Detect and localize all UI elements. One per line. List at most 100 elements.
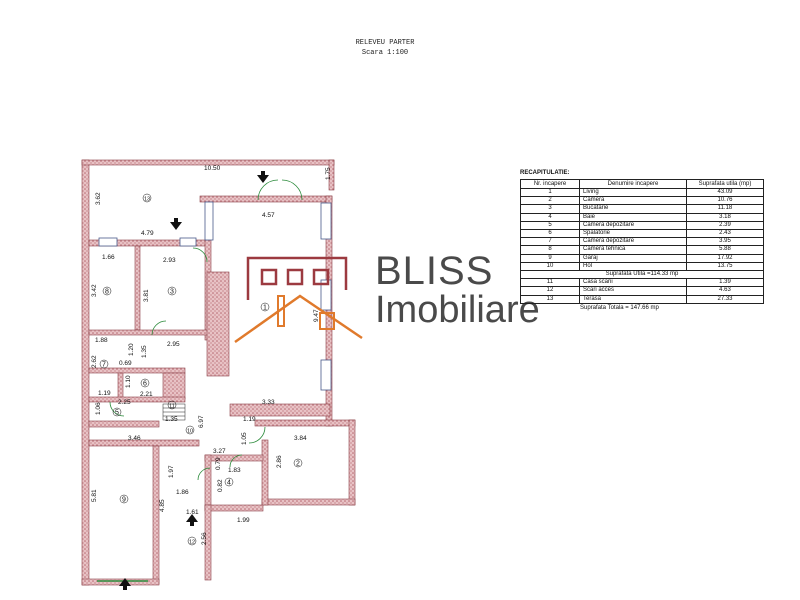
- dimension-label: 1.75: [325, 167, 332, 180]
- dimension-label: 1.66: [102, 254, 115, 261]
- dimension-label: 3.33: [262, 399, 275, 406]
- dimension-labels: 10.50 3.62 1.75 4.57 4.79 1.66 2.93 3.42…: [91, 165, 332, 545]
- dimension-label: 0.82: [217, 479, 224, 492]
- arrow-down-icon: [170, 222, 182, 230]
- door-swing: [151, 320, 167, 336]
- window: [320, 359, 332, 391]
- total-area: Suprafata Totala = 147.66 mp: [580, 304, 659, 311]
- wall-row3: [88, 367, 186, 374]
- drawing-header: RELEVEU PARTER Scara 1:100: [300, 38, 470, 58]
- windows: [97, 201, 332, 582]
- door-swings: [109, 179, 303, 481]
- window: [179, 237, 197, 247]
- col-header-nr: Nr. incapere: [520, 179, 580, 189]
- logo-window-icon: [286, 268, 304, 286]
- walls: [81, 159, 356, 586]
- entrance-arrows: [119, 171, 269, 590]
- room-numbers: 1 2 3 4 5 6 7 8 9 10 11 12 13: [102, 197, 300, 546]
- wall-room2-east: [348, 419, 356, 506]
- dimension-label: 6.97: [198, 415, 205, 428]
- dimension-label: 1.19: [98, 390, 111, 397]
- dimension-label: 3.62: [95, 192, 102, 205]
- window: [320, 202, 332, 240]
- wall-room6: [117, 372, 124, 400]
- dimension-label: 3.84: [294, 435, 307, 442]
- recap-title: RECAPITULATIE:: [520, 170, 570, 176]
- wall-garage-east: [152, 445, 160, 585]
- room-number: 5: [115, 410, 119, 417]
- dimension-label: 4.85: [159, 499, 166, 512]
- dimension-label: 3.46: [128, 435, 141, 442]
- dimension-label: 1.19: [243, 416, 256, 423]
- door-swing: [248, 426, 266, 444]
- wall-room6-east: [162, 372, 186, 400]
- dimension-label: 4.79: [141, 230, 154, 237]
- dimension-label: 0.79: [215, 457, 222, 470]
- dimension-label: 3.81: [143, 289, 150, 302]
- wall-pier: [206, 271, 230, 377]
- dimension-label: 2.62: [91, 355, 98, 368]
- dimension-label: 2.93: [163, 257, 176, 264]
- dimension-label: 1.99: [237, 517, 250, 524]
- logo-chevron-icon: [234, 294, 363, 344]
- dimension-label: 1.05: [241, 432, 248, 445]
- wall-stairs: [204, 504, 212, 581]
- logo-line-imobiliare: Imobiliare: [375, 289, 540, 331]
- stairs: [162, 403, 186, 421]
- dimension-label: 5.81: [91, 489, 98, 502]
- wall-west: [81, 159, 90, 586]
- recap-panel: RECAPITULATIE: Nr. incapere Denumire inc…: [520, 170, 764, 311]
- room-number: 9: [122, 497, 126, 504]
- logo-chimney-icon: [277, 295, 285, 327]
- col-header-name: Denumire incapere: [579, 179, 687, 189]
- dimension-label: 2.95: [167, 341, 180, 348]
- dimension-label: 2.25: [118, 399, 131, 406]
- door-swing: [281, 179, 303, 201]
- window: [204, 201, 214, 241]
- dimension-label: 0.69: [119, 360, 132, 367]
- room-number: 1: [263, 305, 267, 312]
- room-number: 8: [105, 289, 109, 296]
- room-number: 12: [189, 540, 195, 546]
- door-swing: [109, 401, 125, 417]
- dimension-label: 1.61: [186, 509, 199, 516]
- recap-header-row: Nr. incapere Denumire incapere Suprafata…: [520, 179, 764, 189]
- logo-roof-icon: [246, 256, 348, 300]
- subtotal-label: Suprafata Utila =114.33 mp: [520, 270, 764, 280]
- dimension-label: 1.86: [176, 489, 189, 496]
- dimension-label: 2.86: [276, 455, 283, 468]
- door-swing: [257, 179, 279, 201]
- wall-bath-south: [204, 504, 264, 512]
- wall-room2-west: [261, 439, 269, 506]
- room-markers: [99, 193, 303, 546]
- logo-door-icon: [319, 312, 335, 330]
- logo-window-icon: [312, 268, 330, 286]
- dimension-label: 1.20: [128, 343, 135, 356]
- room-number: 11: [169, 404, 175, 410]
- room-number: 3: [170, 289, 174, 296]
- col-header-area: Suprafata utila (mp): [686, 179, 764, 189]
- room-number: 6: [143, 381, 147, 388]
- window: [98, 237, 118, 247]
- arrow-down-icon: [257, 175, 269, 183]
- dimension-label: 1.35: [165, 416, 178, 423]
- wall-bath-west: [204, 454, 212, 511]
- dimension-label: 1.35: [141, 345, 148, 358]
- arrow-up-icon: [119, 578, 131, 586]
- subtotal-row: Suprafata Utila =114.33 mp: [520, 270, 764, 280]
- dimension-label: 2.21: [140, 391, 153, 398]
- wall-hall-north: [229, 403, 331, 417]
